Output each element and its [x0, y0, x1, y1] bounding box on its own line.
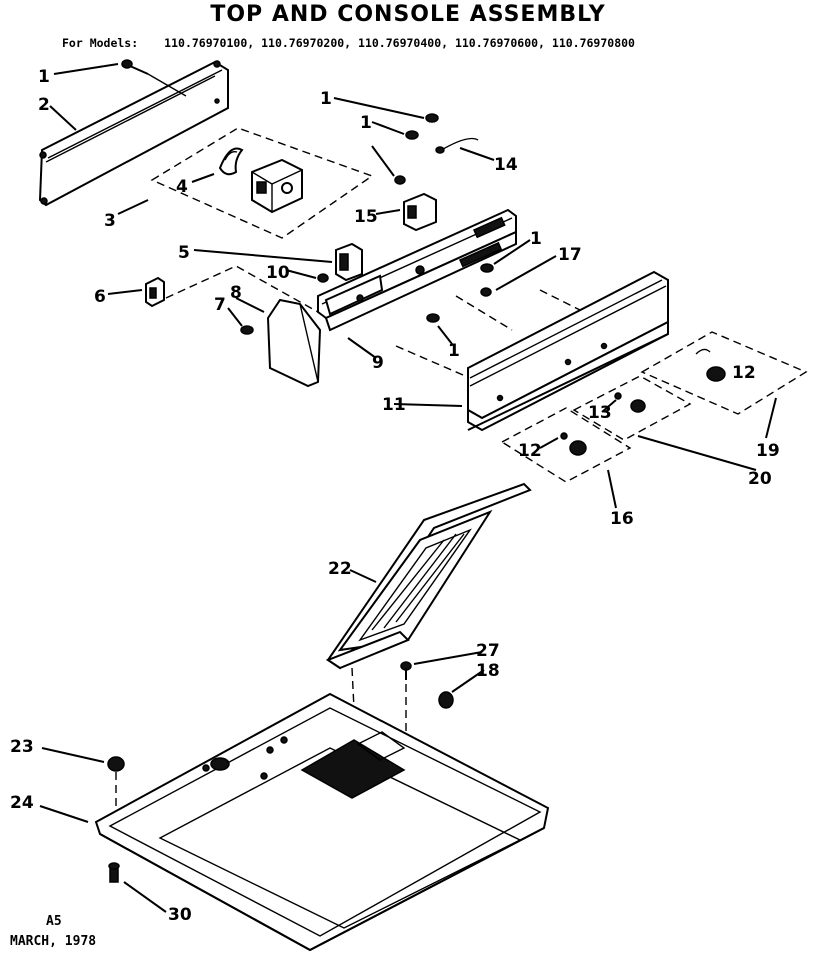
screw-27: [400, 661, 412, 680]
footer-date: MARCH, 1978: [10, 934, 97, 949]
callout-27: 27: [476, 641, 500, 661]
clip-6: [145, 276, 165, 308]
callout-17: 17: [558, 245, 582, 265]
callout-13: 13: [588, 403, 612, 423]
part-5: [335, 242, 363, 282]
callout-22: 22: [328, 559, 352, 579]
console-panel: [467, 270, 669, 432]
callout-19: 19: [756, 441, 780, 461]
footer-code: A5: [46, 914, 62, 929]
callout-5: 5: [178, 243, 190, 263]
switch-15: [403, 192, 437, 232]
models-line: For Models: 110.76970100, 110.76970200, 1…: [62, 36, 635, 50]
group-20-outline: [572, 375, 692, 441]
callout-3: 3: [104, 211, 116, 231]
knob-12-a: [695, 348, 726, 382]
screws-17: [426, 263, 494, 323]
screws-upper: [394, 113, 479, 185]
callout-9: 9: [372, 353, 384, 373]
group-19-outline: [640, 331, 808, 415]
callout-1-e: 1: [448, 341, 460, 361]
timer: [251, 158, 303, 214]
dash-console-2: [455, 295, 513, 331]
screw-1a: [121, 59, 187, 97]
callout-23: 23: [10, 737, 34, 757]
callout-12-b: 12: [518, 441, 542, 461]
callout-18: 18: [476, 661, 500, 681]
callout-6: 6: [94, 287, 106, 307]
callout-10: 10: [266, 263, 290, 283]
dryer-top-24: [94, 692, 550, 952]
callout-8: 8: [230, 283, 242, 303]
knob-12-b: [560, 432, 587, 456]
callout-2: 2: [38, 95, 50, 115]
callout-14: 14: [494, 155, 518, 175]
callout-30: 30: [168, 905, 192, 925]
group-16-outline: [500, 407, 632, 483]
knob-13: [614, 392, 646, 413]
callout-7: 7: [214, 295, 226, 315]
callout-20: 20: [748, 469, 772, 489]
screw-30: [108, 862, 120, 883]
callout-16: 16: [610, 509, 634, 529]
console-bracket: [317, 208, 517, 332]
callouts: 1 2 1 1 14 4 3 15 1 17 5 10 6 8 7 9 1 12…: [10, 67, 780, 925]
callout-1-b: 1: [320, 89, 332, 109]
leader-lines: [39, 63, 777, 913]
screw-7: [240, 325, 254, 335]
callout-1-c: 1: [360, 113, 372, 133]
foot-23: [107, 756, 125, 806]
grommet-18: [438, 691, 454, 709]
callout-1-a: 1: [38, 67, 50, 87]
screw-10: [317, 273, 329, 283]
callout-1-d: 1: [530, 229, 542, 249]
dash-console-1: [395, 345, 471, 379]
callout-15: 15: [354, 207, 378, 227]
rear-panel: [38, 60, 229, 207]
dash-console-3: [539, 289, 581, 311]
clip-4: [218, 147, 244, 176]
callout-4: 4: [176, 177, 188, 197]
lint-frame-22: [325, 482, 532, 670]
group-3-outline: [150, 127, 374, 239]
models-list: 110.76970100, 110.76970200, 110.76970400…: [164, 36, 635, 50]
callout-24: 24: [10, 793, 34, 813]
callout-11: 11: [382, 395, 406, 415]
page-title: TOP AND CONSOLE ASSEMBLY: [210, 2, 606, 27]
callout-12-a: 12: [732, 363, 756, 383]
end-cap-8: [266, 298, 322, 388]
models-label: For Models:: [62, 36, 139, 50]
